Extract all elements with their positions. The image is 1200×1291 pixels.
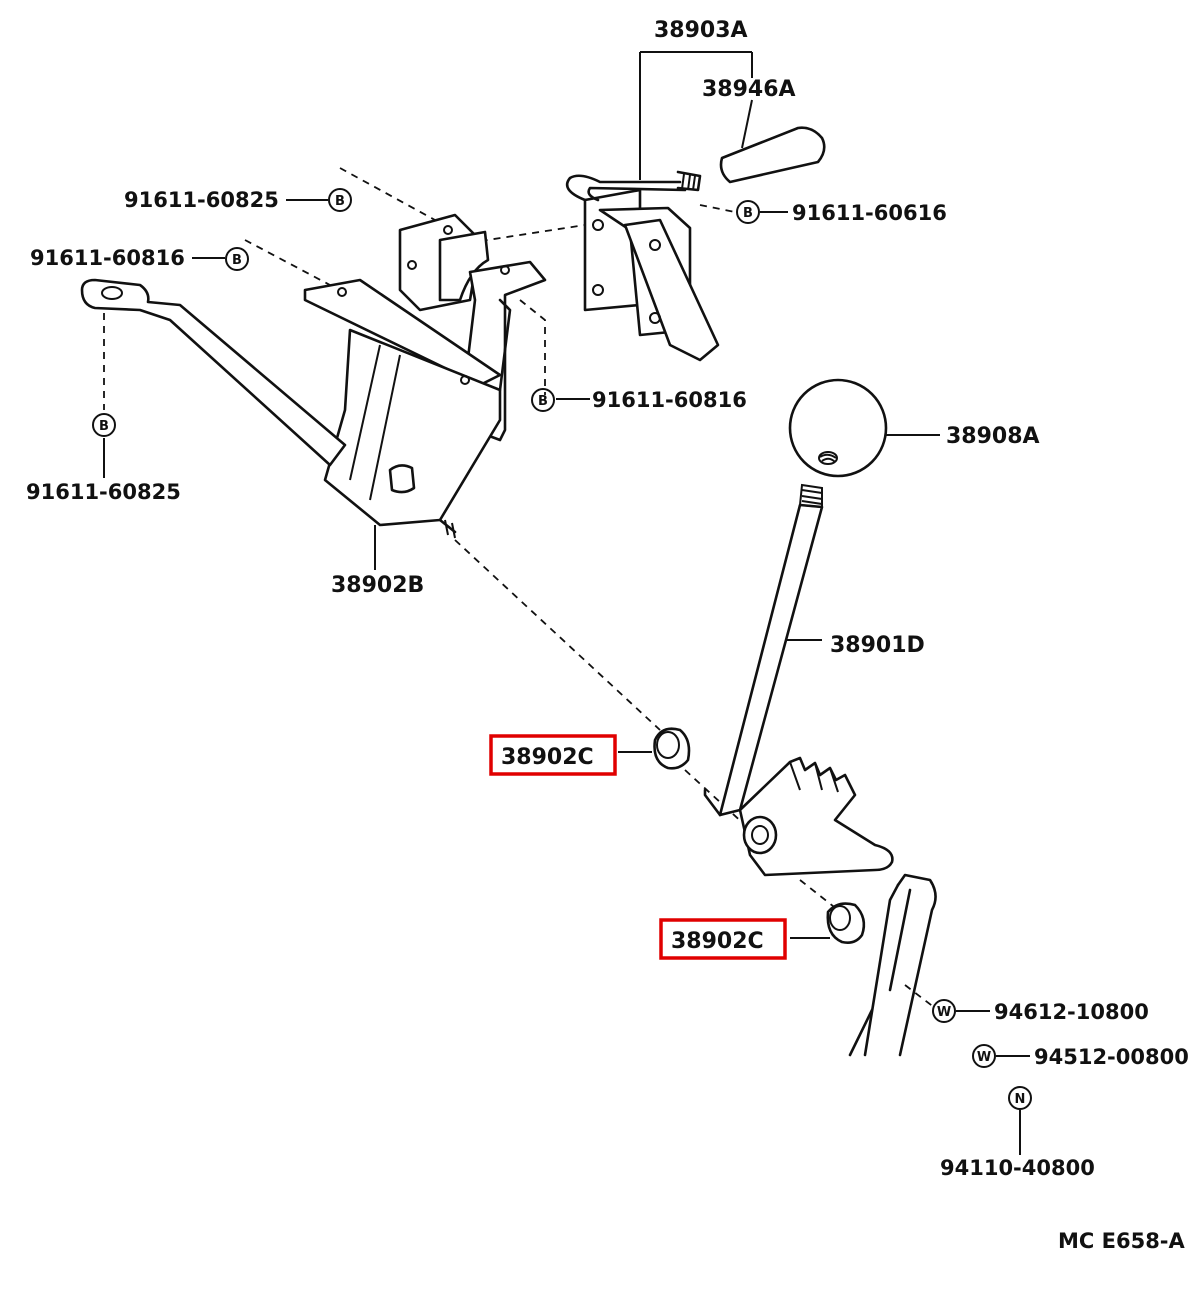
svg-text:B: B [335,194,345,209]
assembly-guide-lines [103,167,936,1009]
washer-symbol-1: W [932,999,956,1023]
diagram-reference: MC E658-A [1058,1229,1186,1253]
bolt-symbol-bottom-left: B [92,413,116,437]
svg-text:B: B [538,394,548,409]
label-38908A[interactable]: 38908A [946,424,1040,449]
code-91611-60616[interactable]: 91611-60616 [792,201,947,225]
bushing-lower [790,902,866,944]
svg-text:B: B [99,419,109,434]
svg-text:B: B [232,253,242,268]
gate-plate [738,756,894,877]
shift-knob-38908A [788,378,940,478]
bushing-upper [618,727,691,770]
highlight-box-lower [659,918,787,960]
code-91611-60825-top[interactable]: 91611-60825 [124,188,279,212]
svg-text:W: W [977,1050,991,1065]
label-38903A[interactable]: 38903A [654,18,748,43]
label-38901D[interactable]: 38901D [830,633,925,658]
bolt-symbol-top: B [328,188,352,212]
select-lever-assembly [565,170,720,362]
washer-symbol-2: W [972,1044,996,1068]
svg-text:W: W [937,1005,951,1020]
nut-symbol: N [1008,1086,1032,1110]
code-91611-60816-right[interactable]: 91611-60816 [592,388,747,412]
bolt-symbol-mid-right: B [531,388,555,412]
linkage-rod [848,873,937,1057]
label-38902C-lower[interactable]: 38902C [671,929,764,954]
bracket-38902B [303,213,547,570]
code-94110-40800[interactable]: 94110-40800 [940,1156,1095,1180]
label-38902B[interactable]: 38902B [331,573,424,598]
code-94512-00800[interactable]: 94512-00800 [1034,1045,1189,1069]
label-38902C-upper[interactable]: 38902C [501,745,594,770]
bolt-symbol-left: B [225,247,249,271]
svg-text:B: B [743,206,753,221]
label-38946A[interactable]: 38946A [702,77,796,102]
code-91611-60825-bottom[interactable]: 91611-60825 [26,480,181,504]
leader-lines [103,51,1030,1155]
bolt-symbol-upper-right: B [736,200,760,224]
highlight-box-upper [489,734,617,776]
svg-text:N: N [1015,1092,1026,1107]
code-91611-60816-left[interactable]: 91611-60816 [30,246,185,270]
lever-grip-38946A [719,126,826,184]
code-94612-10800[interactable]: 94612-10800 [994,1000,1149,1024]
control-rod [80,278,347,467]
